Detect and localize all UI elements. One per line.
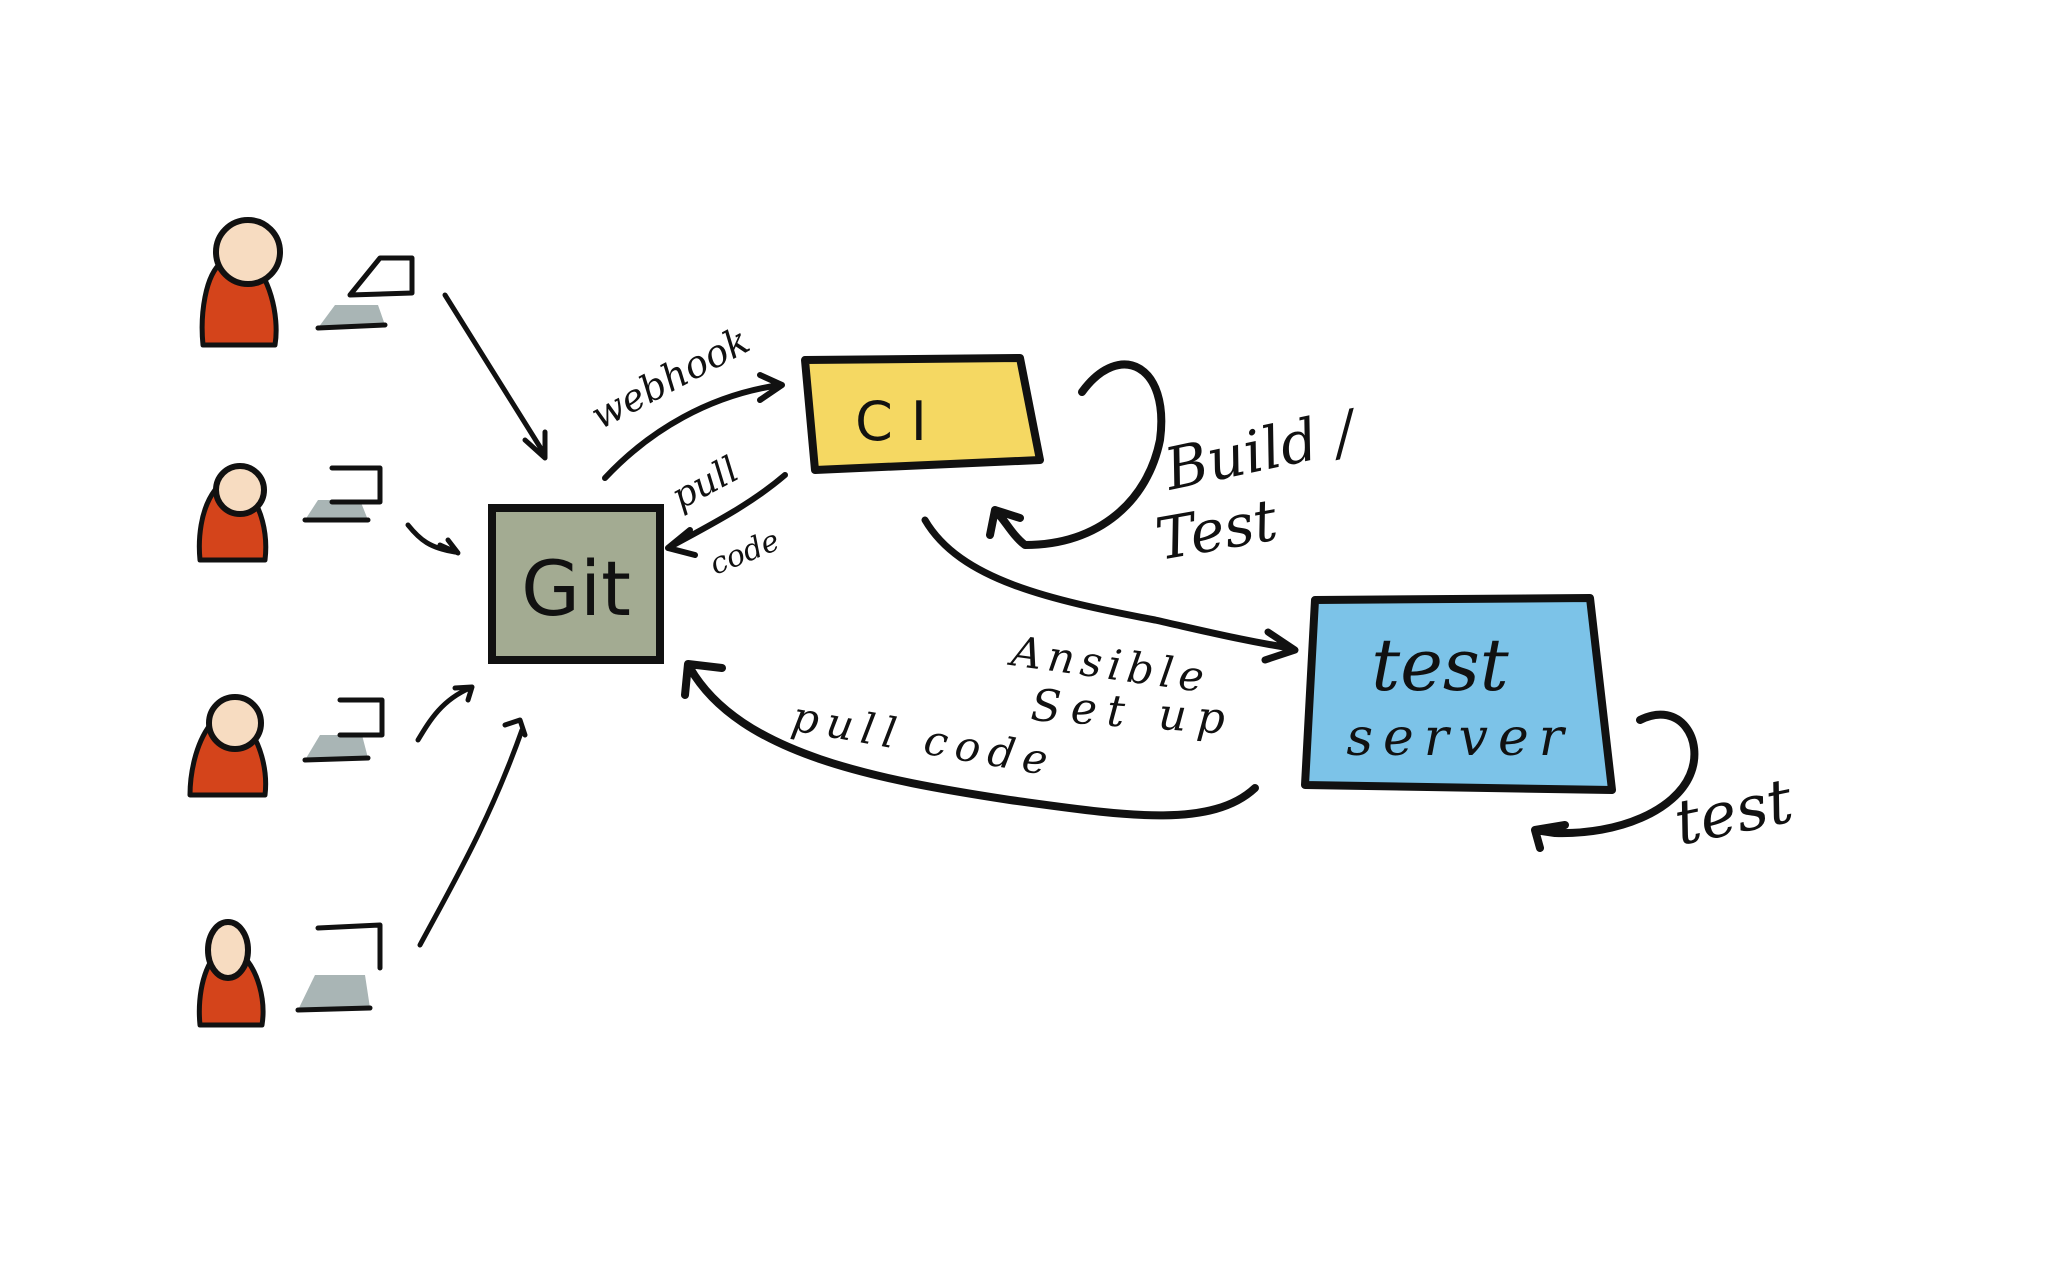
laptop-2-icon (302, 465, 383, 523)
ci-node: CI (801, 354, 1044, 474)
person-2-head (213, 463, 267, 517)
ansible-setup-edge: Ansible Set up (921, 516, 1299, 745)
git-label: Git (521, 544, 631, 633)
git-node: Git (488, 504, 664, 664)
build-test-loop: Build / Test (986, 360, 1366, 574)
ci-label: CI (855, 390, 945, 453)
pull-code-ci-edge: pull code (665, 449, 788, 582)
developer-1 (199, 217, 415, 348)
laptop-1-icon (315, 255, 415, 331)
arrow-dev3-to-git (415, 684, 475, 743)
pull-code-ci-label-line2: code (705, 523, 785, 582)
pull-code-server-arrow (681, 660, 1259, 820)
webhook-edge: webhook (584, 318, 785, 481)
git-box (488, 504, 664, 664)
build-test-label-line2: Test (1151, 486, 1283, 574)
arrow-dev4-to-git (417, 717, 528, 948)
laptop-3-icon (302, 697, 385, 763)
test-server-label-line1: test (1371, 623, 1509, 707)
person-3-head (206, 694, 264, 752)
ansible-setup-arrow (921, 516, 1299, 664)
person-4-head (205, 919, 251, 981)
pull-code-server-label: pull code (788, 692, 1059, 787)
test-loop: test (1531, 710, 1799, 860)
test-server-label-line2: server (1346, 708, 1573, 768)
test-server-box (1301, 594, 1616, 794)
developer-2 (196, 463, 383, 563)
pull-code-ci-arrow (665, 472, 788, 558)
test-server-node: test server (1301, 594, 1616, 794)
laptop-4-icon (295, 922, 383, 1013)
test-loop-arrow (1531, 710, 1699, 852)
webhook-label: webhook (584, 318, 757, 438)
arrow-dev2-to-git (405, 522, 461, 556)
developer-4 (196, 919, 383, 1028)
webhook-arrow (602, 372, 785, 481)
build-test-loop-arrow (986, 360, 1166, 549)
person-1-head (213, 217, 283, 287)
arrow-dev1-to-git (442, 292, 548, 461)
ci-box (801, 354, 1044, 474)
developer-push-arrows (405, 292, 548, 948)
pull-code-ci-label-line1: pull (665, 449, 745, 518)
developer-3 (187, 694, 385, 798)
